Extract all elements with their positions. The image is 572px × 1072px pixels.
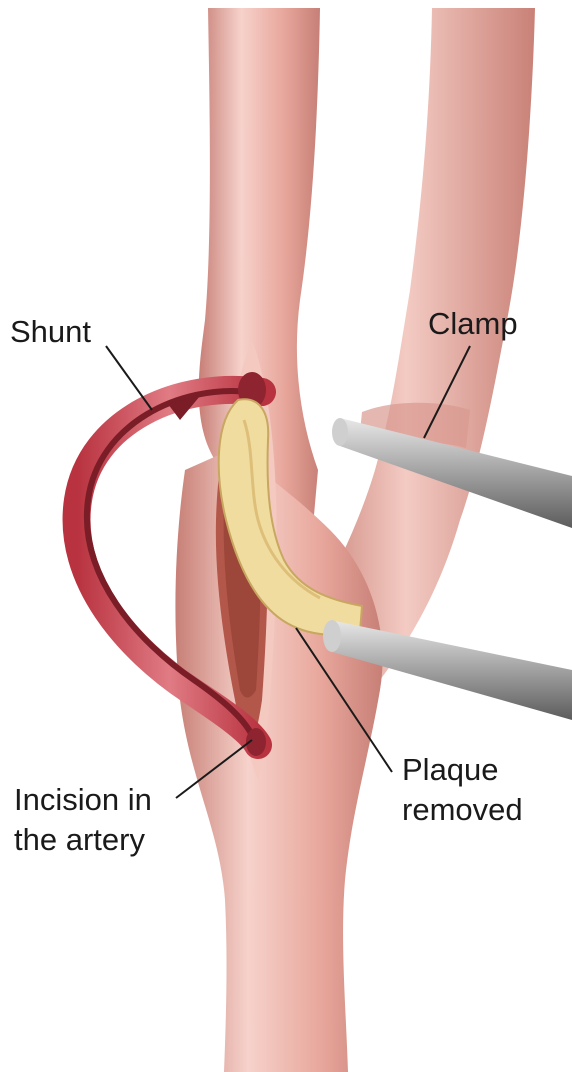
clamp-label: Clamp [428,304,518,344]
incision-label-line2: the artery [14,820,152,860]
plaque-label-line2: removed [402,790,523,830]
incision-label: Incision in the artery [14,780,152,860]
shunt-label-text: Shunt [10,314,91,349]
clamp-label-text: Clamp [428,306,518,341]
plaque-label: Plaque removed [402,750,523,830]
shunt-leader-line [106,346,152,410]
plaque-label-line1: Plaque [402,750,523,790]
incision-label-line1: Incision in [14,780,152,820]
shunt-label: Shunt [10,312,91,352]
